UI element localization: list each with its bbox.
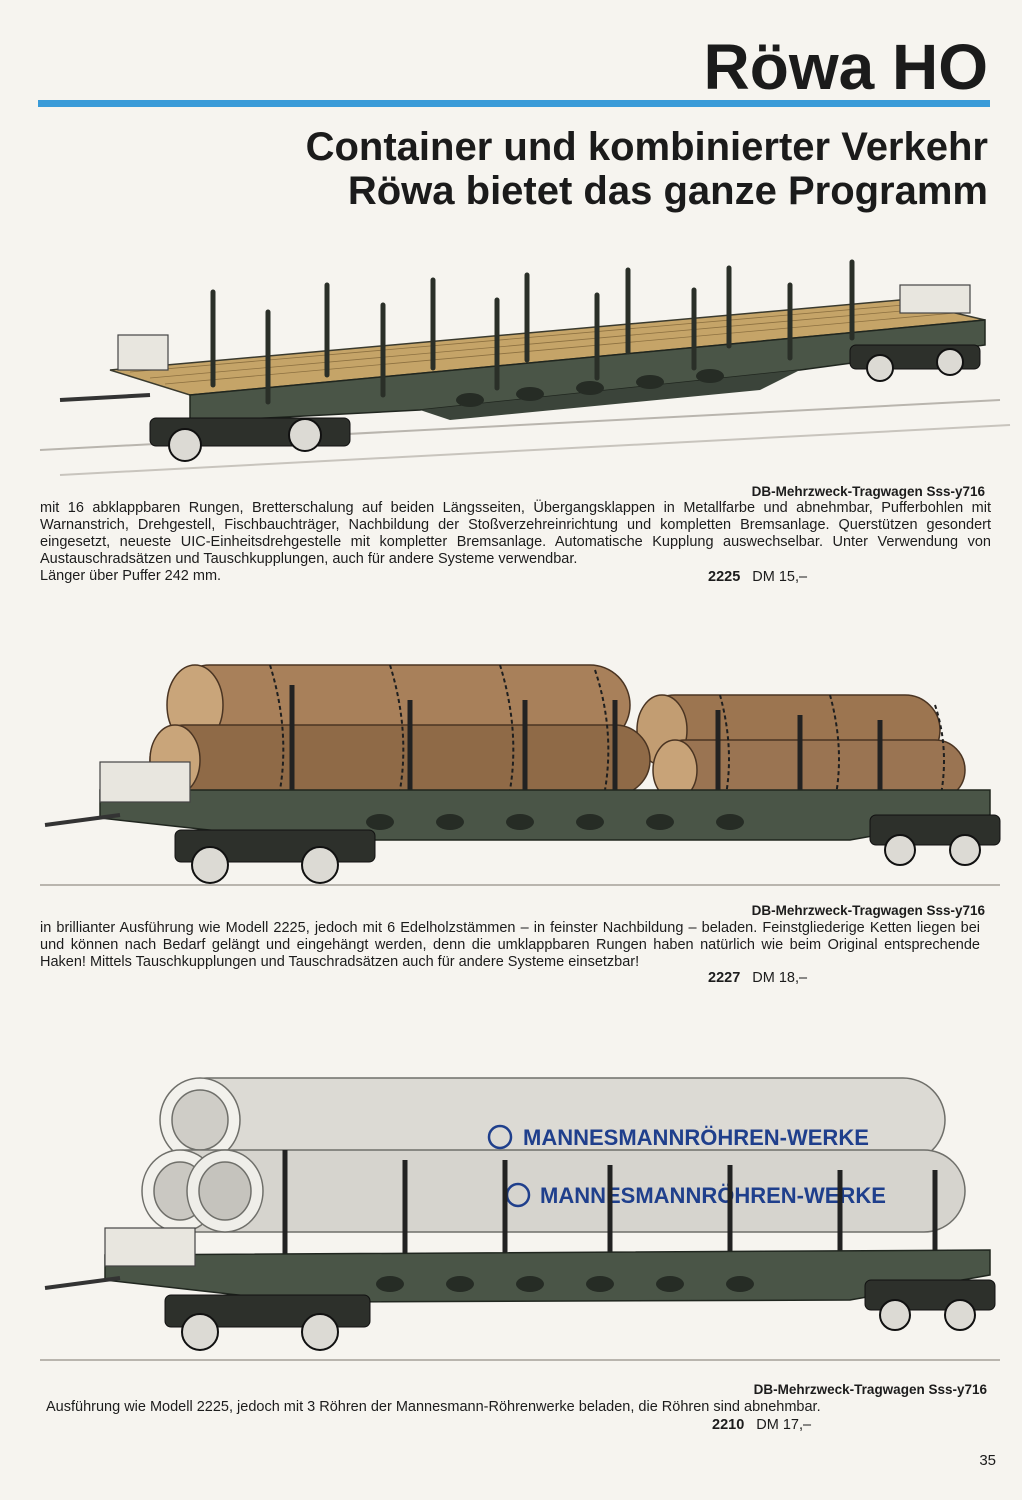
wagon-2227-illustration (40, 664, 1001, 886)
product-1-article: 2225 (708, 569, 741, 585)
headline-line-2: Röwa bietet das ganze Programm (347, 169, 988, 213)
product-1-price-line: 2225 DM 15,– (708, 569, 807, 585)
product-2-price: DM 18,– (752, 970, 808, 986)
product-2-description: in brillianter Ausführung wie Modell 222… (40, 920, 980, 971)
product-1-price: DM 15,– (752, 569, 808, 585)
product-3-article: 2210 (712, 1417, 745, 1433)
product-2-article: 2227 (708, 970, 741, 986)
pipe-label-1: MANNESMANNRÖHREN-WERKE (523, 1125, 869, 1150)
product-3-description-body: Ausführung wie Modell 2225, jedoch mit 3… (46, 1399, 821, 1415)
header-rule (38, 100, 990, 107)
wagon-2225-illustration (39, 259, 1011, 476)
product-3-price-line: 2210 DM 17,– (712, 1417, 811, 1433)
pipe-label-2: MANNESMANNRÖHREN-WERKE (540, 1183, 886, 1208)
product-2-description-body: in brillianter Ausführung wie Modell 222… (40, 920, 980, 970)
product-2-title: DB-Mehrzweck-Tragwagen Sss-y716 (751, 903, 985, 918)
product-1-description: mit 16 abklappbaren Rungen, Bretterschal… (40, 500, 991, 585)
product-3-title: DB-Mehrzweck-Tragwagen Sss-y716 (753, 1382, 987, 1397)
page-number: 35 (979, 1452, 996, 1469)
product-3-price: DM 17,– (756, 1417, 812, 1433)
product-2-price-line: 2227 DM 18,– (708, 970, 807, 986)
product-3-description: Ausführung wie Modell 2225, jedoch mit 3… (46, 1399, 986, 1416)
product-1-description-last: Länger über Puffer 242 mm. (40, 568, 222, 584)
headline-line-1: Container und kombinierter Verkehr (305, 125, 988, 169)
brand-title: Röwa HO (703, 31, 988, 103)
wagon-2210-illustration: MANNESMANNRÖHREN-WERKE MANNESMANNRÖHREN-… (40, 1077, 1000, 1361)
product-1-title: DB-Mehrzweck-Tragwagen Sss-y716 (751, 484, 985, 499)
product-1-description-body: mit 16 abklappbaren Rungen, Bretterschal… (40, 500, 991, 567)
